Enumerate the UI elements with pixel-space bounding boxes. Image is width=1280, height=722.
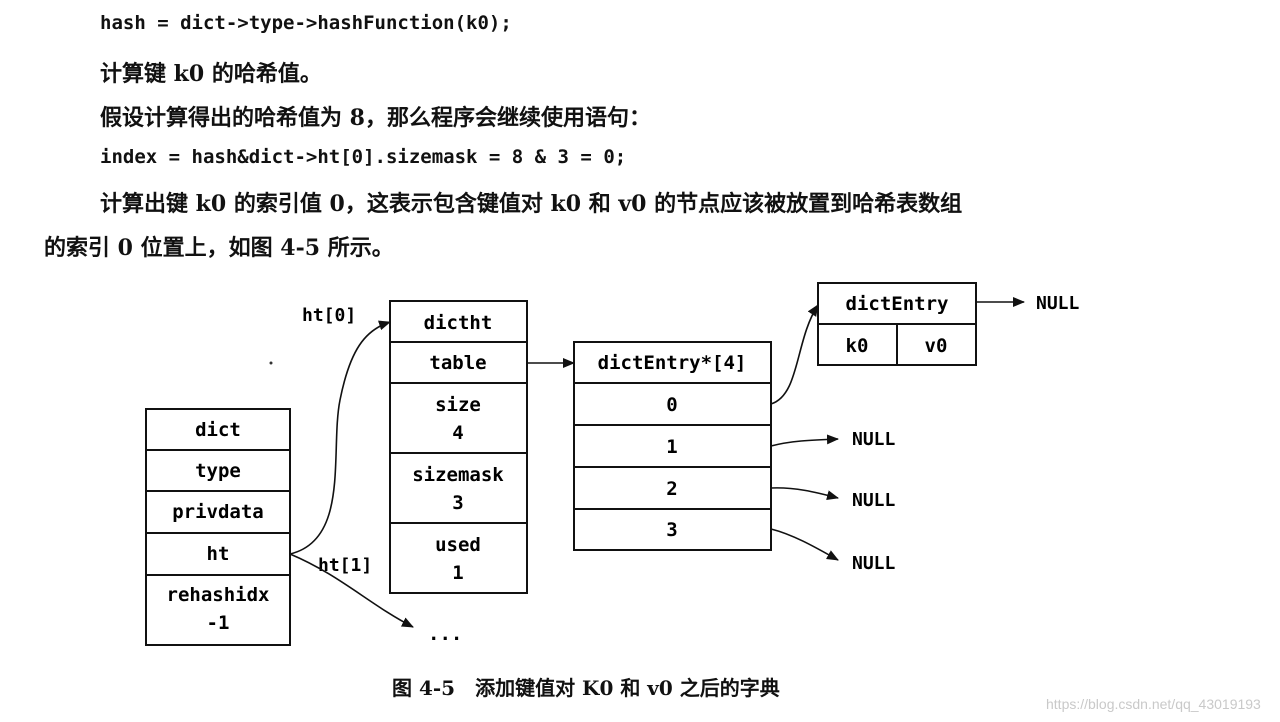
ht1-target-ellipsis: ... [428, 623, 462, 645]
null-label-slot-2: NULL [852, 490, 896, 511]
code-line-index: index = hash&dict->ht[0].sizemask = 8 & … [100, 146, 627, 168]
arrow-slot3-null [770, 528, 839, 561]
dict-rehashidx-value: -1 [207, 612, 230, 634]
dict-entry-node: dictEntry k0 v0 [817, 282, 977, 366]
dictht-cell-size [389, 382, 528, 454]
dict-entry-key: k0 [846, 335, 869, 357]
arrow-ht0 [289, 320, 391, 555]
dictht-struct: dictht table size 4 sizemask 3 used 1 [389, 300, 528, 594]
null-label-slot-3: NULL [852, 553, 896, 574]
paragraph-assume-hash: 假设计算得出的哈希值为 8，那么程序会继续使用语句： [100, 105, 651, 131]
paragraph-result-line1: 计算出键 k0 的索引值 0，这表示包含键值对 k0 和 v0 的节点应该被放置… [100, 191, 963, 217]
table-array-slot-3 [573, 508, 772, 551]
dictht-cell-sizemask [389, 452, 528, 524]
dict-privdata-label: privdata [172, 501, 264, 523]
table-array-title-cell [573, 341, 772, 384]
dict-cell-ht [145, 532, 291, 576]
figure-caption: 图 4-5 添加键值对 K0 和 v0 之后的字典 [392, 676, 780, 700]
table-array-slot-0 [573, 382, 772, 426]
dict-rehashidx-label: rehashidx [167, 584, 270, 606]
dict-type-label: type [195, 460, 241, 482]
arrow-slot2-null [770, 487, 839, 501]
table-array-index-1: 1 [666, 436, 677, 458]
dictht-table-label: table [429, 352, 486, 374]
table-array-index-3: 3 [666, 519, 677, 541]
paragraph-result-line2: 的索引 0 位置上，如图 4-5 所示。 [44, 235, 394, 261]
dict-struct: dict type privdata ht rehashidx -1 [145, 408, 291, 646]
code-line-hash: hash = dict->type->hashFunction(k0); [100, 12, 512, 34]
dictht-size-label: size [435, 394, 481, 416]
null-label-entry-next: NULL [1036, 293, 1080, 314]
watermark-text: https://blog.csdn.net/qq_43019193 [1046, 696, 1261, 712]
dictht-cell-title [389, 300, 528, 343]
table-array-title: dictEntry*[4] [598, 352, 747, 374]
dictht-used-value: 1 [452, 562, 463, 584]
dictht-used-label: used [435, 534, 481, 556]
paragraph-compute-hash: 计算键 k0 的哈希值。 [100, 61, 322, 87]
ht1-pointer-label: ht[1] [318, 555, 372, 576]
dict-title-label: dict [195, 419, 241, 441]
dict-entry-title-cell [817, 282, 977, 325]
dict-cell-privdata [145, 490, 291, 534]
dictht-cell-used [389, 522, 528, 594]
ht0-pointer-label: ht[0] [302, 305, 356, 326]
dictht-size-value: 4 [452, 422, 463, 444]
dict-cell-title [145, 408, 291, 451]
table-array-slot-2 [573, 466, 772, 510]
arrow-slot0-entry [770, 304, 819, 405]
table-array-index-2: 2 [666, 478, 677, 500]
dict-entry-title: dictEntry [846, 293, 949, 315]
table-array: dictEntry*[4] 0 1 2 3 [573, 341, 772, 551]
dictht-title-label: dictht [424, 312, 493, 334]
dictht-sizemask-label: sizemask [412, 464, 504, 486]
arrow-slot1-null [770, 434, 839, 447]
stray-dot [269, 361, 273, 365]
table-array-index-0: 0 [666, 394, 677, 416]
dict-entry-value-cell [896, 323, 977, 366]
dictht-sizemask-value: 3 [452, 492, 463, 514]
arrow-ht1 [289, 553, 414, 628]
table-array-slot-1 [573, 424, 772, 468]
dict-entry-value: v0 [925, 335, 948, 357]
dict-cell-rehashidx [145, 574, 291, 646]
dict-cell-type [145, 449, 291, 492]
dict-ht-label: ht [207, 543, 230, 565]
null-label-slot-1: NULL [852, 429, 896, 450]
